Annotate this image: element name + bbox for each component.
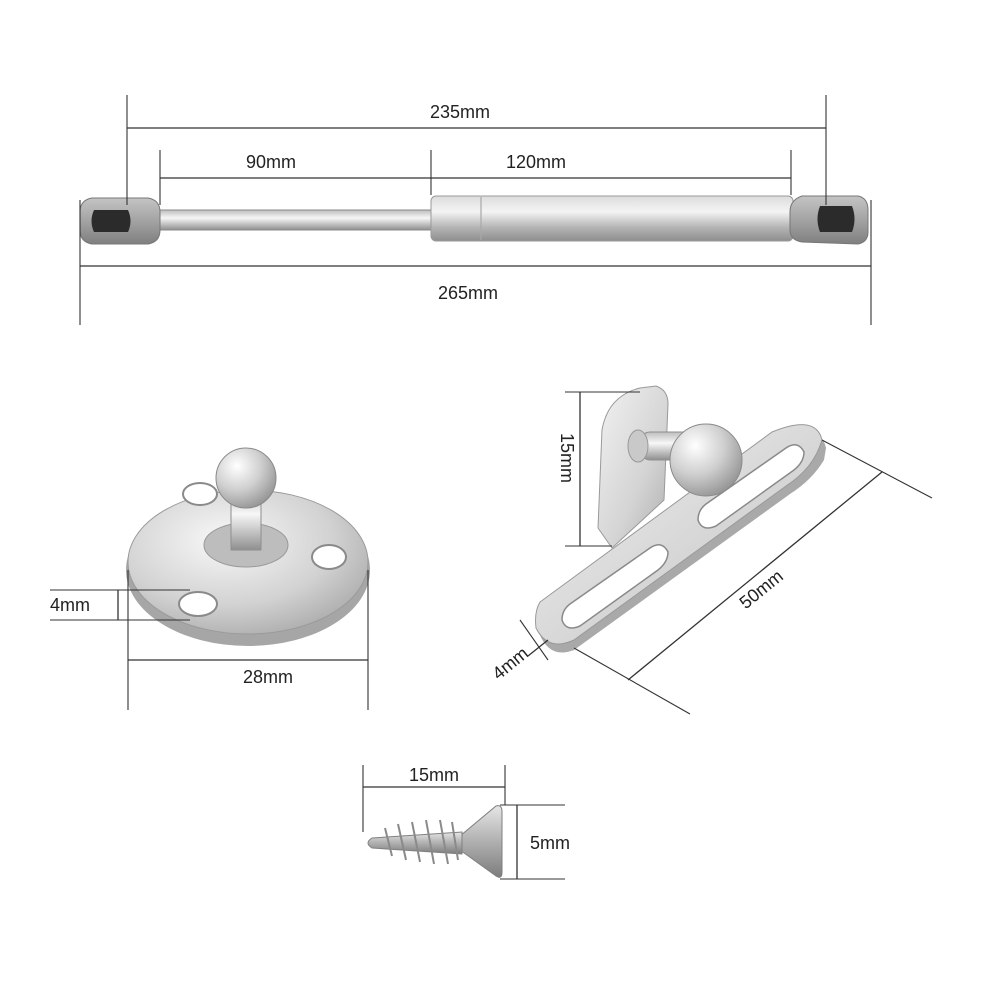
label-120mm: 120mm bbox=[506, 152, 566, 172]
label-265mm: 265mm bbox=[438, 283, 498, 303]
mount-hole bbox=[182, 482, 218, 506]
label-15mm-bracket: 15mm bbox=[557, 433, 577, 483]
strut-cylinder bbox=[430, 195, 794, 242]
label-28mm: 28mm bbox=[243, 667, 293, 687]
screw-head bbox=[459, 805, 503, 878]
strut-dimension-lines bbox=[79, 95, 872, 325]
gas-strut bbox=[79, 195, 869, 245]
bracket-stud-ball bbox=[669, 423, 743, 497]
strut-left-socket bbox=[91, 210, 131, 232]
strut-right-socket bbox=[817, 206, 855, 232]
label-4mm-bracket: 4mm bbox=[488, 643, 532, 684]
screw bbox=[367, 805, 503, 878]
ball-stud-mount bbox=[126, 447, 370, 646]
ball-stud-ball bbox=[215, 447, 277, 509]
bracket-slot bbox=[561, 544, 669, 629]
mount-hole bbox=[178, 591, 218, 617]
strut-piston-rod bbox=[154, 209, 436, 231]
label-4mm-disc: 4mm bbox=[50, 595, 90, 615]
ball-stud-dimension-lines bbox=[50, 570, 369, 710]
label-5mm: 5mm bbox=[530, 833, 570, 853]
label-235mm: 235mm bbox=[430, 102, 490, 122]
screw-dimension-lines bbox=[362, 765, 565, 880]
label-50mm: 50mm bbox=[735, 566, 786, 613]
label-15mm-screw: 15mm bbox=[409, 765, 459, 785]
label-90mm: 90mm bbox=[246, 152, 296, 172]
screw-threads bbox=[384, 819, 459, 865]
bracket-slot bbox=[697, 444, 805, 529]
bracket-dimension-lines bbox=[519, 391, 933, 715]
l-bracket bbox=[535, 385, 826, 653]
bracket-upright bbox=[597, 385, 669, 549]
mount-hole bbox=[311, 544, 347, 570]
